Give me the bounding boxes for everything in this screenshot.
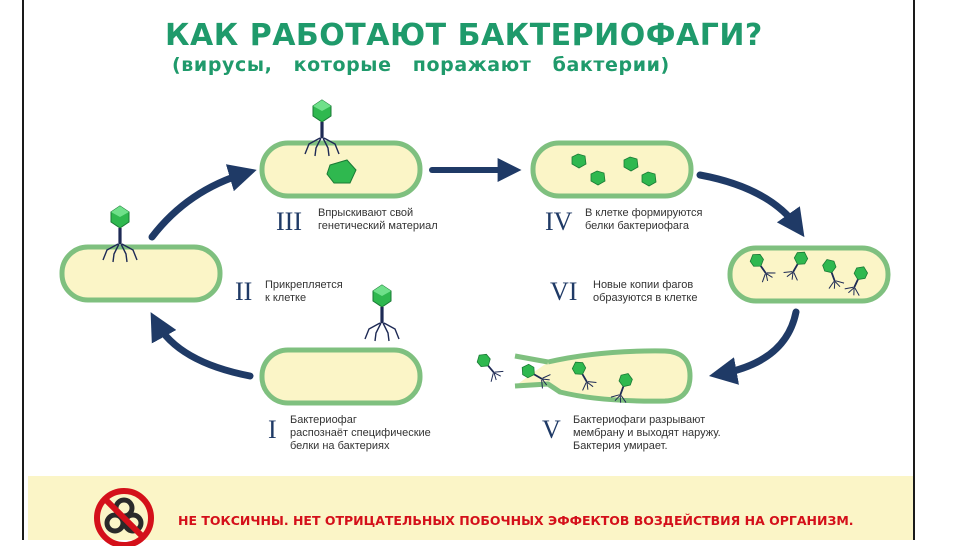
step4-numeral: IV xyxy=(545,207,573,236)
phage-protein-icon xyxy=(571,153,587,169)
arrow-step1-to-step2 xyxy=(150,312,254,380)
step5-desc-line3: Бактерия умирает. xyxy=(573,440,668,452)
page-title: КАК РАБОТАЮТ БАКТЕРИОФАГИ? xyxy=(165,18,763,53)
no-biohazard-icon xyxy=(94,488,154,546)
step2-desc-line2: к клетке xyxy=(265,292,306,304)
step3-desc-line1: Впрыскивают свой xyxy=(318,207,413,219)
bacteriophage-cycle-diagram: III Впрыскивают свой генетический матери… xyxy=(59,99,891,452)
cell-step1 xyxy=(259,347,423,406)
released-phage-icon xyxy=(472,349,506,384)
step4-desc-line2: белки бактериофага xyxy=(585,220,690,232)
step3-numeral: III xyxy=(276,207,302,236)
phage-protein-icon xyxy=(641,171,657,187)
phage-protein-icon xyxy=(623,156,639,172)
genetic-material-icon xyxy=(326,159,357,184)
cell-step5-ruptured xyxy=(514,348,693,404)
step2-desc-line1: Прикрепляется xyxy=(265,279,343,291)
step6-numeral: VI xyxy=(550,277,577,306)
phage-icon xyxy=(364,284,400,342)
step5-desc-line2: мембрану и выходят наружу. xyxy=(573,427,721,439)
step4-desc-line1: В клетке формируются xyxy=(585,207,703,219)
step1-desc-line3: белки на бактериях xyxy=(290,440,390,452)
step1-desc-line1: Бактериофаг xyxy=(290,414,357,426)
step5-numeral: V xyxy=(542,415,561,444)
footer-banner: НЕ ТОКСИЧНЫ. НЕТ ОТРИЦАТЕЛЬНЫХ ПОБОЧНЫХ … xyxy=(28,476,913,546)
arrow-step4-to-step6 xyxy=(696,171,805,238)
step1-numeral: I xyxy=(268,415,277,444)
step6-desc-line1: Новые копии фагов xyxy=(593,279,693,291)
step3-desc-line2: генетический материал xyxy=(318,220,438,232)
step6-desc-line2: образуются в клетке xyxy=(593,292,697,304)
step2-numeral: II xyxy=(235,277,252,306)
step5-desc-line1: Бактериофаги разрывают xyxy=(573,414,705,426)
page-subtitle: (вирусы, которые поражают бактерии) xyxy=(172,54,670,76)
footer-text: НЕ ТОКСИЧНЫ. НЕТ ОТРИЦАТЕЛЬНЫХ ПОБОЧНЫХ … xyxy=(178,513,854,528)
phage-protein-icon xyxy=(590,170,606,186)
arrow-step2-to-step3 xyxy=(148,164,257,241)
cell-step2 xyxy=(59,244,223,303)
arrow-step6-to-step5 xyxy=(708,308,800,385)
cell-step4 xyxy=(530,140,694,199)
right-border-line xyxy=(913,0,915,540)
left-border-line xyxy=(22,0,24,540)
step1-desc-line2: распознаёт специфические xyxy=(290,427,431,439)
